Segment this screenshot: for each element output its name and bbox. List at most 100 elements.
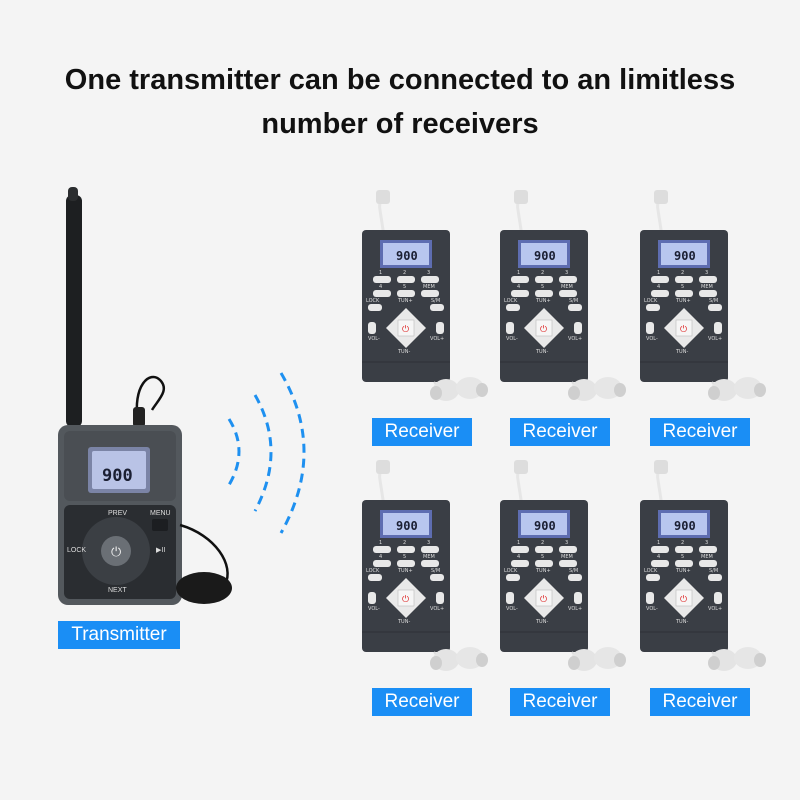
receiver-unit-4: 900 1 2 3 4 5 MEM LOCK (360, 460, 500, 760)
svg-text:2: 2 (541, 270, 544, 276)
svg-text:TUN-: TUN- (397, 349, 410, 355)
svg-text:⏻: ⏻ (540, 594, 547, 604)
headline: One transmitter can be connected to an l… (0, 58, 800, 146)
signal-waves (227, 372, 306, 534)
transmitter-lock-label: LOCK (67, 547, 86, 554)
svg-text:4: 4 (379, 554, 382, 560)
svg-text:TUN-: TUN- (535, 349, 548, 355)
transmitter-next-label: NEXT (108, 587, 127, 594)
svg-text:S/M: S/M (431, 568, 440, 574)
receiver-power-button (675, 589, 693, 607)
svg-text:1: 1 (517, 270, 520, 276)
svg-text:5: 5 (681, 284, 684, 290)
svg-text:2: 2 (403, 270, 406, 276)
svg-text:S/M: S/M (431, 298, 440, 304)
mic-cable (135, 375, 166, 424)
receiver-lcd-text: 900 (396, 519, 418, 533)
svg-text:S/M: S/M (569, 298, 578, 304)
svg-text:TUN+: TUN+ (397, 568, 413, 574)
svg-text:VOL-: VOL- (506, 606, 518, 612)
receiver-label: Receiver (510, 418, 610, 446)
receiver-unit-6: 900 1 2 3 4 5 MEM LOCK (638, 460, 778, 760)
svg-text:3: 3 (705, 270, 708, 276)
svg-text:2: 2 (541, 540, 544, 546)
svg-text:1: 1 (517, 540, 520, 546)
receiver-lcd-text: 900 (674, 249, 696, 263)
receiver-power-button (675, 319, 693, 337)
svg-text:TUN+: TUN+ (675, 298, 691, 304)
transmitter-lcd-text: 900 (102, 466, 133, 486)
svg-text:4: 4 (657, 554, 660, 560)
svg-text:TUN-: TUN- (397, 619, 410, 625)
svg-text:4: 4 (379, 284, 382, 290)
svg-text:3: 3 (705, 540, 708, 546)
svg-text:⏻: ⏻ (680, 324, 687, 334)
svg-text:TUN+: TUN+ (535, 298, 551, 304)
svg-text:2: 2 (681, 270, 684, 276)
transmitter-label: Transmitter (58, 621, 180, 649)
svg-text:MEM: MEM (423, 284, 435, 290)
svg-text:TUN+: TUN+ (535, 568, 551, 574)
svg-text:2: 2 (403, 540, 406, 546)
svg-text:⏻: ⏻ (402, 594, 409, 604)
svg-text:S/M: S/M (569, 568, 578, 574)
svg-text:1: 1 (379, 270, 382, 276)
receiver-power-button (397, 319, 415, 337)
svg-text:3: 3 (565, 270, 568, 276)
svg-text:LOCK: LOCK (644, 568, 658, 574)
svg-text:5: 5 (403, 284, 406, 290)
svg-text:TUN-: TUN- (535, 619, 548, 625)
svg-text:MEM: MEM (701, 284, 713, 290)
receiver-lcd-text: 900 (674, 519, 696, 533)
receiver-power-button (397, 589, 415, 607)
svg-text:4: 4 (517, 554, 520, 560)
svg-text:VOL-: VOL- (646, 606, 658, 612)
transmitter-power-button (101, 536, 131, 566)
svg-text:LOCK: LOCK (644, 298, 658, 304)
svg-text:3: 3 (565, 540, 568, 546)
svg-text:⏻: ⏻ (111, 544, 121, 559)
svg-text:MEM: MEM (423, 554, 435, 560)
svg-text:TUN-: TUN- (675, 619, 688, 625)
svg-text:VOL+: VOL+ (568, 606, 582, 612)
svg-text:TUN+: TUN+ (675, 568, 691, 574)
receiver-unit-5: 900 1 2 3 4 5 MEM LOCK (498, 460, 638, 760)
svg-text:VOL-: VOL- (506, 336, 518, 342)
svg-text:VOL+: VOL+ (568, 336, 582, 342)
svg-text:MEM: MEM (701, 554, 713, 560)
transmitter-prev-label: PREV (108, 510, 127, 517)
svg-text:MEM: MEM (561, 284, 573, 290)
svg-text:VOL-: VOL- (368, 606, 380, 612)
svg-text:4: 4 (517, 284, 520, 290)
receiver-label: Receiver (650, 688, 750, 716)
svg-text:VOL+: VOL+ (430, 606, 444, 612)
receiver-label: Receiver (510, 688, 610, 716)
svg-text:5: 5 (681, 554, 684, 560)
svg-text:TUN+: TUN+ (397, 298, 413, 304)
receiver-device: 900 1 2 3 4 5 MEM LOCK (640, 460, 766, 671)
svg-text:S/M: S/M (709, 568, 718, 574)
receiver-power-button (535, 319, 553, 337)
svg-text:3: 3 (427, 270, 430, 276)
svg-text:VOL-: VOL- (368, 336, 380, 342)
transmitter-device: 900 ⏻ PREV MENU LOCK NEXT ▶II (58, 187, 232, 605)
receiver-device: 900 1 2 3 4 5 MEM LOCK (500, 460, 626, 671)
svg-text:LOCK: LOCK (504, 568, 518, 574)
svg-text:VOL+: VOL+ (708, 606, 722, 612)
svg-text:5: 5 (541, 554, 544, 560)
receiver-label: Receiver (372, 418, 472, 446)
receiver-device: 900 1 2 3 4 5 MEM LOCK (362, 460, 488, 671)
receiver-power-button (535, 589, 553, 607)
svg-text:5: 5 (541, 284, 544, 290)
svg-text:S/M: S/M (709, 298, 718, 304)
svg-text:LOCK: LOCK (366, 298, 380, 304)
svg-text:1: 1 (657, 540, 660, 546)
receiver-label: Receiver (372, 688, 472, 716)
svg-text:5: 5 (403, 554, 406, 560)
receiver-unit-3: 900 1 2 3 4 5 MEM LOCK (638, 190, 778, 490)
transmitter-menu-label: MENU (150, 510, 171, 517)
receiver-lcd-text: 900 (534, 519, 556, 533)
receiver-device: 900 1 2 3 4 5 MEM LOCK (362, 190, 488, 401)
antenna (66, 195, 82, 427)
svg-text:1: 1 (379, 540, 382, 546)
